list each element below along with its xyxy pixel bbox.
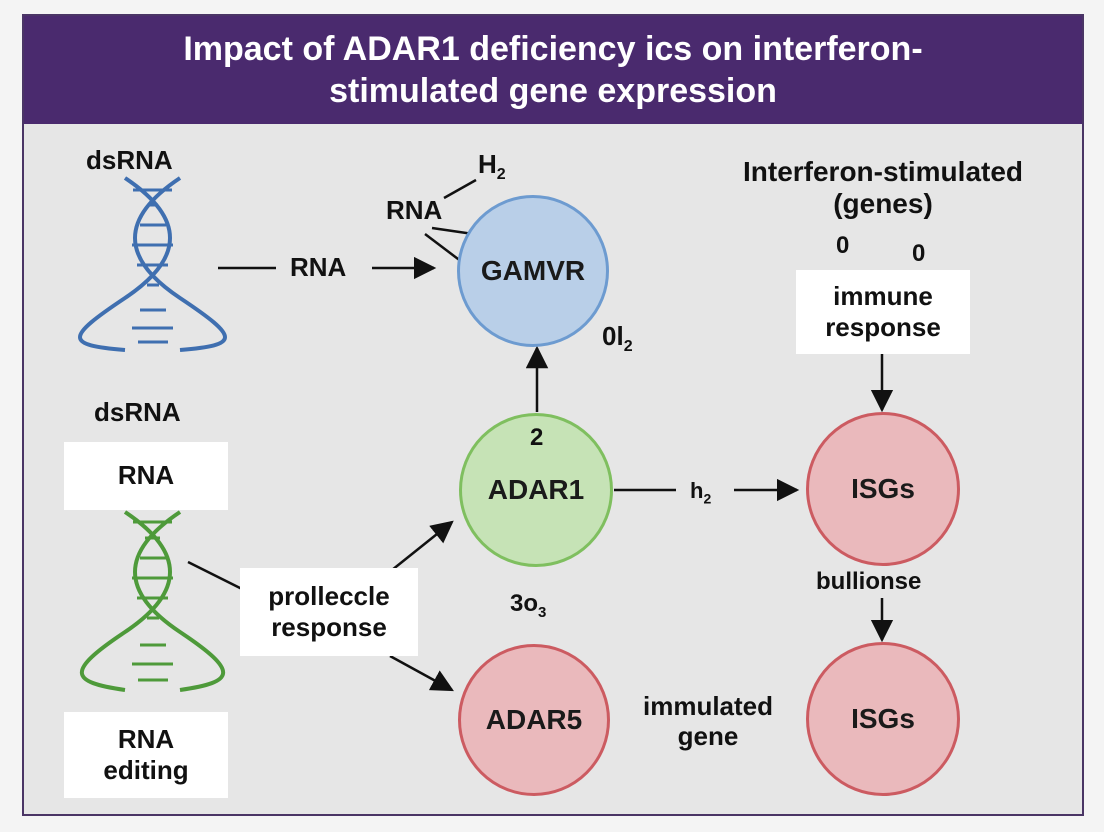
node-adar1: ADAR1 [459,413,613,567]
label-isg-heading: Interferon-stimulated (genes) [718,156,1048,220]
box-immune-line-1: immune [833,280,933,311]
box-rna: RNA [64,442,228,510]
title-line-1: Impact of ADAR1 deficiency ics on interf… [183,30,923,68]
dna-helix-blue-icon [78,176,227,352]
label-isg-heading-line-1: Interferon-stimulated [742,156,1024,187]
label-h2-top: H2 [478,149,506,184]
dna-helix-green-icon [79,510,226,692]
node-gamvr-label: GAMVR [480,255,586,286]
node-adar5-label: ADAR5 [485,704,583,735]
label-dsrna-top: dsRNA [86,145,173,175]
node-isgs-bottom-label: ISGs [851,703,915,734]
pointer-rna-2 [424,233,463,263]
box-rna-label: RNA [117,460,175,491]
label-rna-top: RNA [386,195,443,225]
line-helix-to-prolleccle [187,560,245,592]
box-rna-editing-line-1: RNA [117,723,175,754]
arrow-prolleccle-to-adar5 [389,654,454,692]
arrow-prolleccle-to-adar1 [391,520,454,571]
label-ol2: 0l2 [602,321,633,356]
label-3o3: 3o3 [510,590,547,621]
title-line-2: stimulated gene expression [329,72,777,110]
title-banner: Impact of ADAR1 deficiency ics on interf… [24,16,1082,124]
label-bullionse: bullionse [816,568,922,595]
label-immulated-gene: immulated gene [630,691,786,752]
label-zero-right: 0 [912,240,926,267]
pointer-h2 [443,178,477,200]
node-adar1-label: ADAR1 [487,474,585,505]
node-isgs-bottom: ISGs [806,642,960,796]
label-h2-mid: h2 [690,478,712,507]
box-immune-response: immune response [796,270,970,354]
label-rna-arrow: RNA [290,252,347,282]
node-isgs-top-label: ISGs [851,473,915,504]
node-gamvr: GAMVR [457,195,609,347]
box-rna-editing-line-2: editing [103,755,189,785]
label-zero-left: 0 [836,232,850,259]
node-adar5: ADAR5 [458,644,610,796]
box-prolleccle-response: prolleccle response [240,568,418,656]
label-isg-heading-line-2: (genes) [833,188,933,220]
box-rna-editing: RNA editing [64,712,228,798]
box-prolleccle-line-2: response [271,612,387,642]
label-two: 2 [530,424,544,451]
label-dsrna-mid: dsRNA [94,397,181,427]
node-isgs-top: ISGs [806,412,960,566]
label-immulated-line-1: immulated [642,691,774,721]
box-immune-line-2: response [825,312,941,342]
label-immulated-line-2: gene [677,720,739,751]
box-prolleccle-line-1: prolleccle [268,580,390,611]
